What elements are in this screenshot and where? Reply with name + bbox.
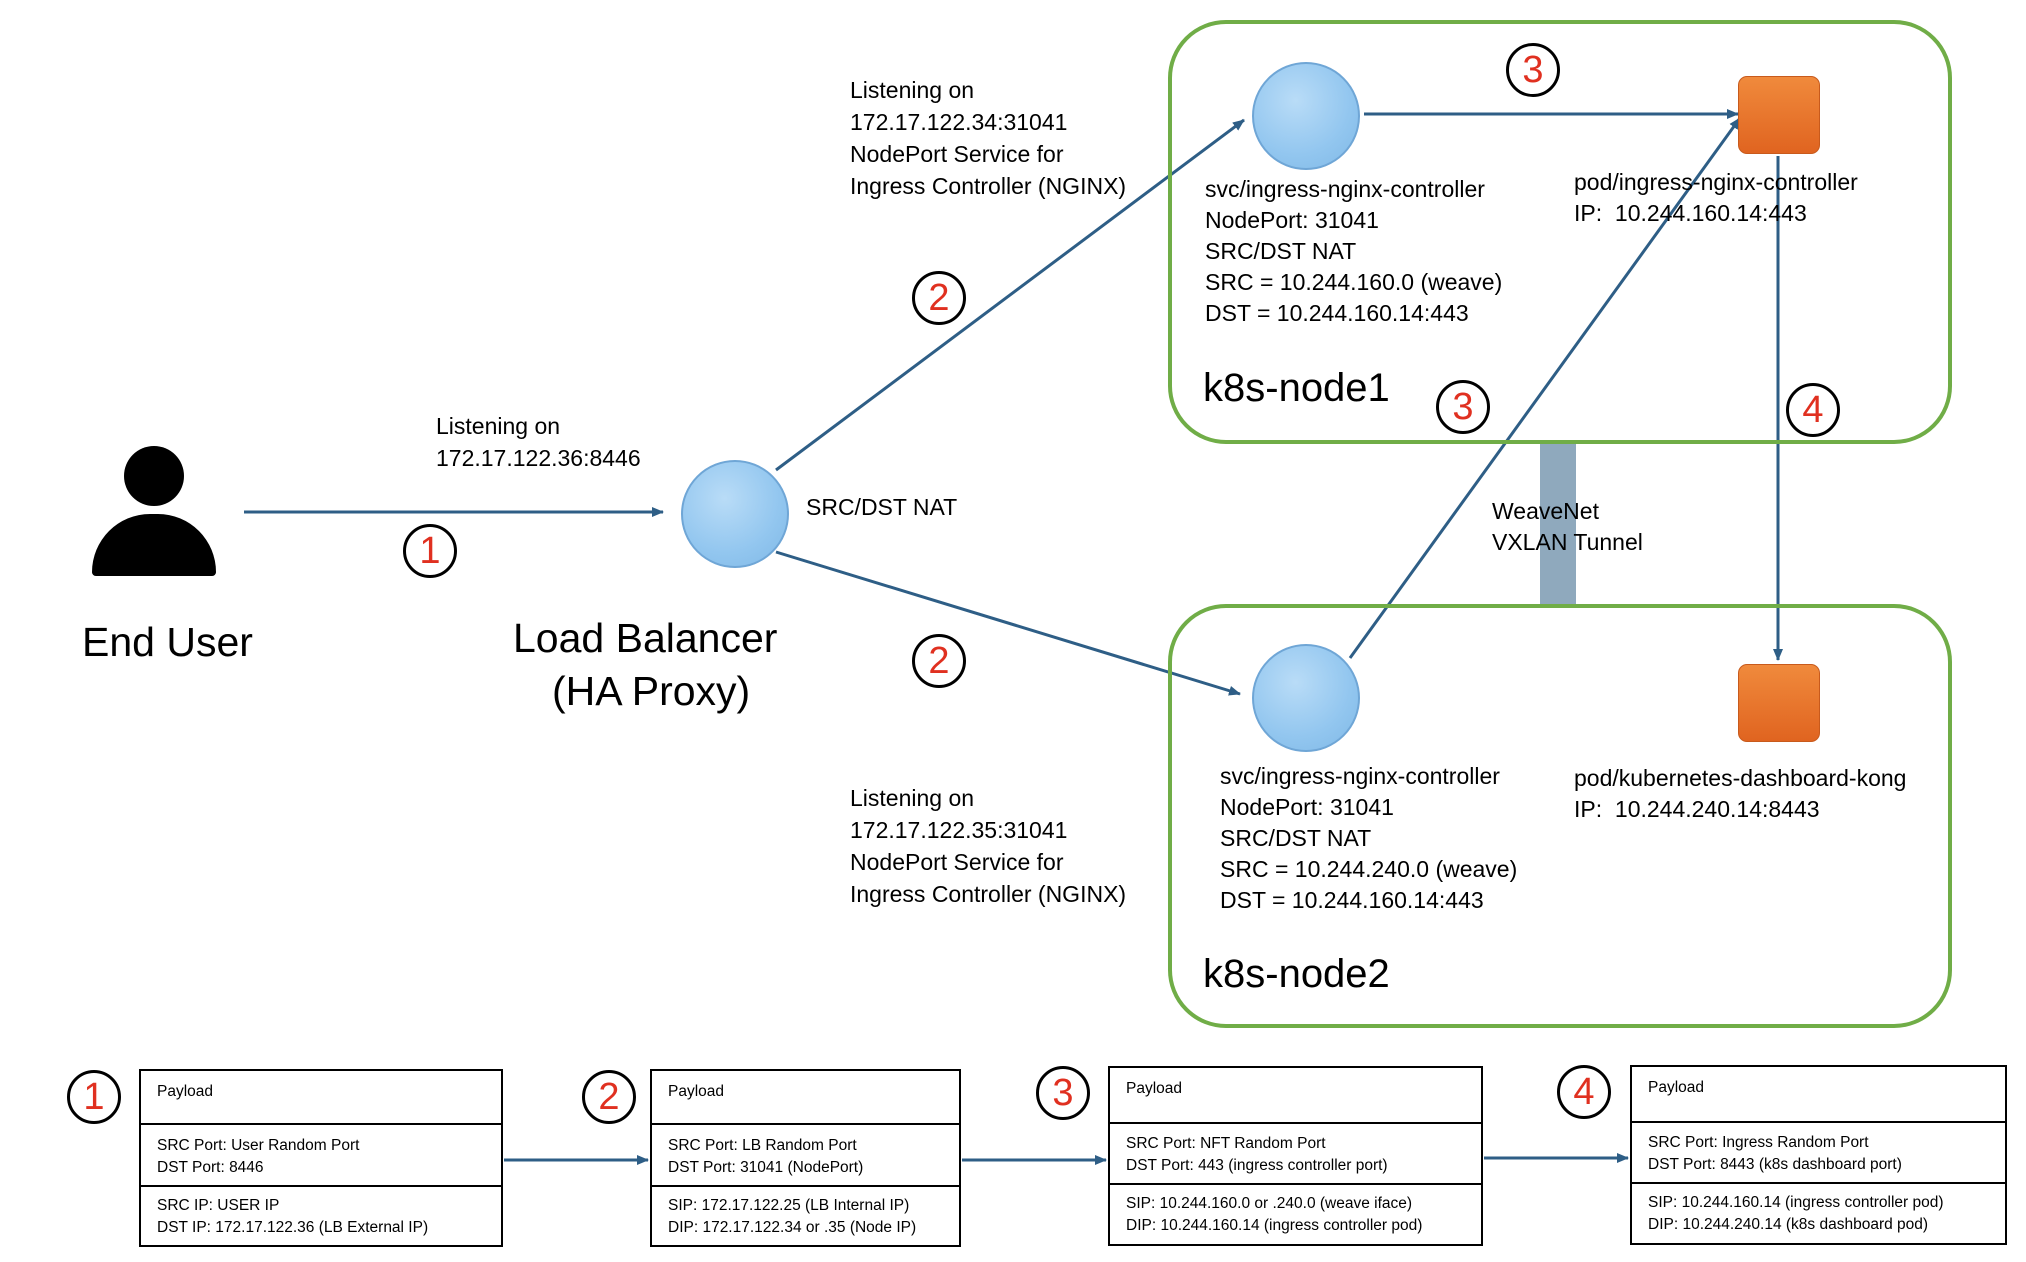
packet-2-payload: Payload [668, 1083, 725, 1100]
packet-1-table: Payload SRC Port: User Random Port DST P… [139, 1069, 503, 1247]
node2-svc-circle [1252, 644, 1360, 752]
lb-listening-line1: Listening on [436, 413, 561, 439]
step-2-badge-lower: 2 [912, 634, 966, 688]
node1-pod-line2: IP: 10.244.160.14:443 [1574, 200, 1807, 226]
weavenet-tunnel [1540, 444, 1576, 604]
packet-1-ips-line2: DST IP: 172.17.122.36 (LB External IP) [157, 1219, 429, 1236]
packet-4-payload: Payload [1648, 1079, 1705, 1096]
node1-listening-line1: Listening on [850, 77, 975, 103]
packet-3-ports-line1: SRC Port: NFT Random Port [1126, 1135, 1326, 1152]
node2-svc-line1: svc/ingress-nginx-controller [1220, 763, 1500, 789]
node1-listening-line3: NodePort Service for [850, 141, 1064, 167]
arrow-lb-to-node1 [775, 118, 1245, 472]
node2-svc-line5: DST = 10.244.160.14:443 [1220, 887, 1484, 913]
packet-2-table: Payload SRC Port: LB Random Port DST Por… [650, 1069, 961, 1247]
node1-pod-square [1738, 76, 1820, 154]
packet-1-ips-line1: SRC IP: USER IP [157, 1197, 280, 1214]
step-3-badge-upper: 3 [1506, 43, 1560, 97]
end-user-label: End User [82, 619, 253, 665]
lb-title-line1: Load Balancer [513, 615, 778, 661]
packet-2-ports-line2: DST Port: 31041 (NodePort) [668, 1159, 864, 1176]
node1-svc-line3: SRC/DST NAT [1205, 238, 1357, 264]
packet-3-payload: Payload [1126, 1080, 1183, 1097]
lb-nat-label: SRC/DST NAT [806, 494, 958, 520]
step-2-badge-upper: 2 [912, 271, 966, 325]
node2-listening-line2: 172.17.122.35:31041 [850, 817, 1068, 843]
node1-pod-line1: pod/ingress-nginx-controller [1574, 169, 1858, 195]
person-icon [92, 446, 216, 576]
arrow-lb-to-node2 [775, 550, 1241, 696]
packet-3-ips-line2: DIP: 10.244.160.14 (ingress controller p… [1126, 1217, 1423, 1234]
packet-2-ips-line1: SIP: 172.17.122.25 (LB Internal IP) [668, 1197, 910, 1214]
node1-title: k8s-node1 [1203, 366, 1390, 410]
node2-svc-line2: NodePort: 31041 [1220, 794, 1394, 820]
lb-title-line2: (HA Proxy) [552, 668, 751, 714]
step-4-badge: 4 [1786, 383, 1840, 437]
node1-svc-line1: svc/ingress-nginx-controller [1205, 176, 1485, 202]
node2-pod-line1: pod/kubernetes-dashboard-kong [1574, 765, 1907, 791]
packet-4-ports-line1: SRC Port: Ingress Random Port [1648, 1134, 1869, 1151]
packet-2-ips-line2: DIP: 172.17.122.34 or .35 (Node IP) [668, 1219, 917, 1236]
node1-svc-circle [1252, 62, 1360, 170]
packet-3-ips-line1: SIP: 10.244.160.0 or .240.0 (weave iface… [1126, 1195, 1413, 1212]
step-3-badge-lower: 3 [1436, 380, 1490, 434]
node2-listening-line1: Listening on [850, 785, 975, 811]
node2-svc-line3: SRC/DST NAT [1220, 825, 1372, 851]
packet-4-ips-line2: DIP: 10.244.240.14 (k8s dashboard pod) [1648, 1216, 1929, 1233]
node1-svc-line5: DST = 10.244.160.14:443 [1205, 300, 1469, 326]
node2-svc-line4: SRC = 10.244.240.0 (weave) [1220, 856, 1518, 882]
load-balancer-circle [681, 460, 789, 568]
packet-1-badge: 1 [67, 1070, 121, 1124]
packet-3-ports-line2: DST Port: 443 (ingress controller port) [1126, 1157, 1388, 1174]
k8s-node1-box [1168, 20, 1952, 444]
node1-svc-line2: NodePort: 31041 [1205, 207, 1379, 233]
packet-1-ports-line2: DST Port: 8446 [157, 1159, 264, 1176]
node1-svc-line4: SRC = 10.244.160.0 (weave) [1205, 269, 1503, 295]
k8s-node2-box [1168, 604, 1952, 1028]
node2-listening-line4: Ingress Controller (NGINX) [850, 881, 1127, 907]
packet-4-badge: 4 [1557, 1065, 1611, 1119]
node2-title: k8s-node2 [1203, 952, 1390, 996]
arrow-svc2-to-pod1 [1348, 117, 1742, 659]
packet-1-payload: Payload [157, 1083, 214, 1100]
packet-3-table: Payload SRC Port: NFT Random Port DST Po… [1108, 1066, 1483, 1246]
packet-2-badge: 2 [582, 1070, 636, 1124]
packet-2-ports-line1: SRC Port: LB Random Port [668, 1137, 857, 1154]
node1-listening-line4: Ingress Controller (NGINX) [850, 173, 1127, 199]
step-1-badge: 1 [403, 524, 457, 578]
lb-listening-line2: 172.17.122.36:8446 [436, 445, 641, 471]
packet-3-badge: 3 [1036, 1066, 1090, 1120]
packet-1-ports-line1: SRC Port: User Random Port [157, 1137, 360, 1154]
packet-4-table: Payload SRC Port: Ingress Random Port DS… [1630, 1065, 2007, 1245]
node1-listening-line2: 172.17.122.34:31041 [850, 109, 1068, 135]
packet-4-ips-line1: SIP: 10.244.160.14 (ingress controller p… [1648, 1194, 1944, 1211]
node2-pod-line2: IP: 10.244.240.14:8443 [1574, 796, 1820, 822]
node2-listening-line3: NodePort Service for [850, 849, 1064, 875]
packet-4-ports-line2: DST Port: 8443 (k8s dashboard port) [1648, 1156, 1902, 1173]
tunnel-label-line1: WeaveNet [1492, 498, 1599, 524]
node2-pod-square [1738, 664, 1820, 742]
tunnel-label-line2: VXLAN Tunnel [1492, 529, 1643, 555]
